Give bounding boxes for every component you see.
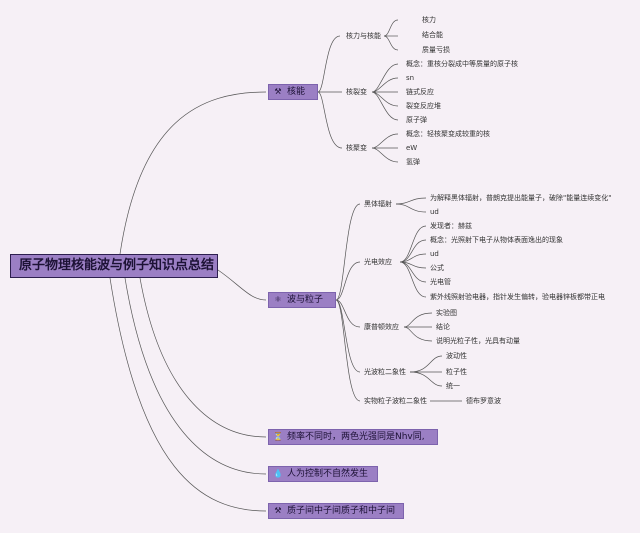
node-item[interactable]: 核力 [422,16,436,24]
node-matter-duality[interactable]: 实物粒子波粒二象性 [364,397,427,405]
branch-wave-particle[interactable]: ⚛ 波与粒子 [268,292,336,308]
node-item[interactable]: 原子弹 [406,116,427,124]
node-item[interactable]: 发现者：赫兹 [430,222,472,230]
hammer-pick-icon: ⚒ [274,87,282,96]
node-item[interactable]: 德布罗意波 [466,397,501,405]
node-item[interactable]: ud [430,208,439,216]
node-item[interactable]: 统一 [446,382,460,390]
node-blackbody[interactable]: 黑体辐射 [364,200,392,208]
branch-artificial-control[interactable]: 💧 人为控制不自然发生 [268,466,378,482]
node-item[interactable]: 概念：光照射下电子从物体表面逸出的现象 [430,236,563,244]
branch-label: 人为控制不自然发生 [287,469,369,479]
branch-nucleon[interactable]: ⚒ 质子间中子间质子和中子间 [268,503,404,519]
root-node[interactable]: 原子物理核能波与例子知识点总结 [10,254,218,278]
node-item[interactable]: 概念：重核分裂成中等质量的原子核 [406,60,518,68]
node-compton[interactable]: 康普顿效应 [364,323,399,331]
node-item[interactable]: 结合能 [422,31,443,39]
node-fusion[interactable]: 核聚变 [346,144,367,152]
node-item[interactable]: sn [406,74,415,82]
node-item[interactable]: 链式反应 [406,88,434,96]
branch-frequency[interactable]: ⏳ 频率不同时，两色光强同是Nhv同, [268,429,438,445]
node-item[interactable]: 质量亏损 [422,46,450,54]
node-item[interactable]: ud [430,250,439,258]
node-item[interactable]: 光电管 [430,278,451,286]
branch-label: 频率不同时，两色光强同是Nhv同, [287,432,425,442]
node-item[interactable]: 为解释黑体辐射，普朗克提出能量子，破除"能量连续变化" [430,194,612,202]
node-light-duality[interactable]: 光波粒二象性 [364,368,406,376]
atom-icon: ⚛ [274,295,282,304]
node-fission[interactable]: 核裂变 [346,88,367,96]
node-item[interactable]: 紫外线照射验电器，指针发生偏转，验电器锌板都带正电 [430,293,605,301]
branch-label: 波与粒子 [287,295,324,305]
hammer-pick-icon: ⚒ [274,506,282,515]
node-item[interactable]: 实验图 [436,309,457,317]
node-item[interactable]: 氢弹 [406,158,420,166]
node-nuclear-force-energy[interactable]: 核力与核能 [346,32,381,40]
node-item[interactable]: eW [406,144,418,152]
hourglass-icon: ⏳ [273,432,283,441]
branch-nuclear-energy[interactable]: ⚒ 核能 [268,84,318,100]
drop-icon: 💧 [273,469,283,478]
node-item[interactable]: 粒子性 [446,368,467,376]
node-photoelectric[interactable]: 光电效应 [364,258,392,266]
node-item[interactable]: 说明光粒子性，光具有动量 [436,337,520,345]
branch-label: 质子间中子间质子和中子间 [287,506,396,516]
node-item[interactable]: 裂变反应堆 [406,102,441,110]
node-item[interactable]: 波动性 [446,352,467,360]
branch-label: 核能 [287,87,306,97]
node-item[interactable]: 结论 [436,323,450,331]
node-item[interactable]: 公式 [430,264,444,272]
node-item[interactable]: 概念：轻核聚变成较重的核 [406,130,490,138]
